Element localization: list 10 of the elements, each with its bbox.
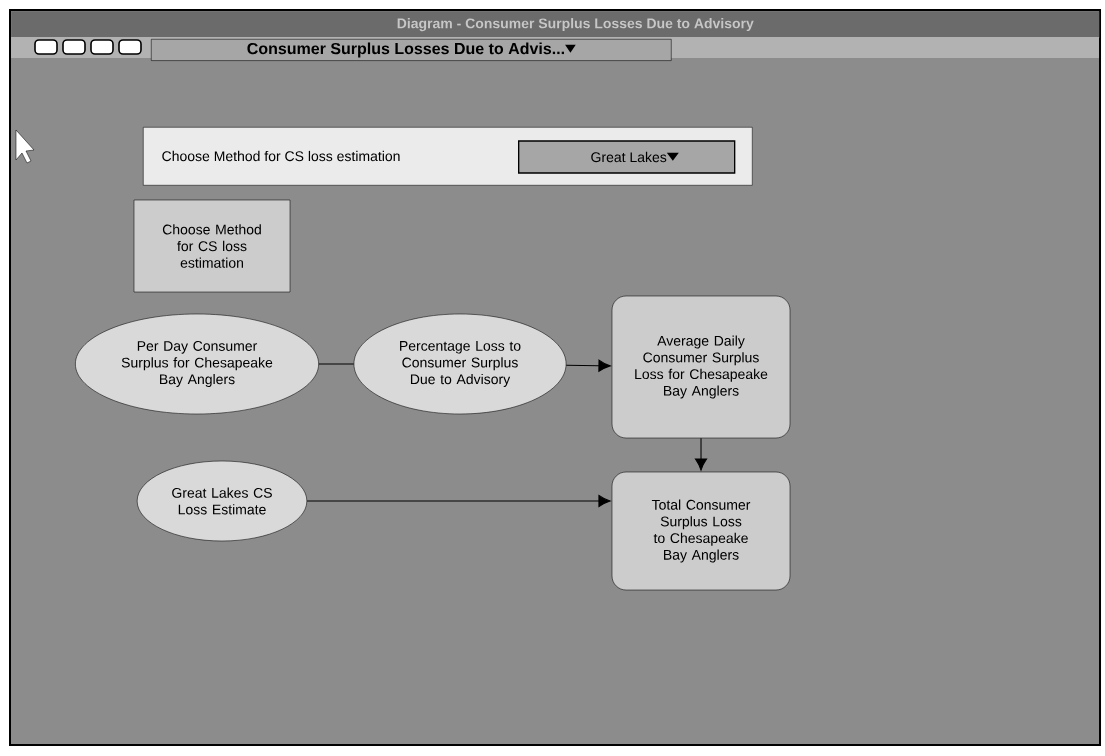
arrow bbox=[694, 437, 708, 471]
panel-label: Choose Method for CS loss estimation bbox=[162, 150, 400, 162]
title-dropdown: Consumer Surplus Losses Due to Advis... bbox=[151, 39, 672, 61]
arrow bbox=[306, 494, 611, 508]
decision-box: Choose Method for CS loss estimation bbox=[133, 199, 291, 293]
title-bar: Diagram - Consumer Surplus Losses Due to Advisory bbox=[11, 11, 1100, 38]
process-box: Average Daily Consumer Surplus Loss for Chesapeake Bay Anglers bbox=[611, 295, 791, 439]
dropdown: Great Lakes bbox=[518, 140, 736, 174]
arrow bbox=[565, 359, 611, 372]
process-box: Total Consumer Surplus Loss to Chesapeake Bay Anglers bbox=[611, 471, 791, 591]
